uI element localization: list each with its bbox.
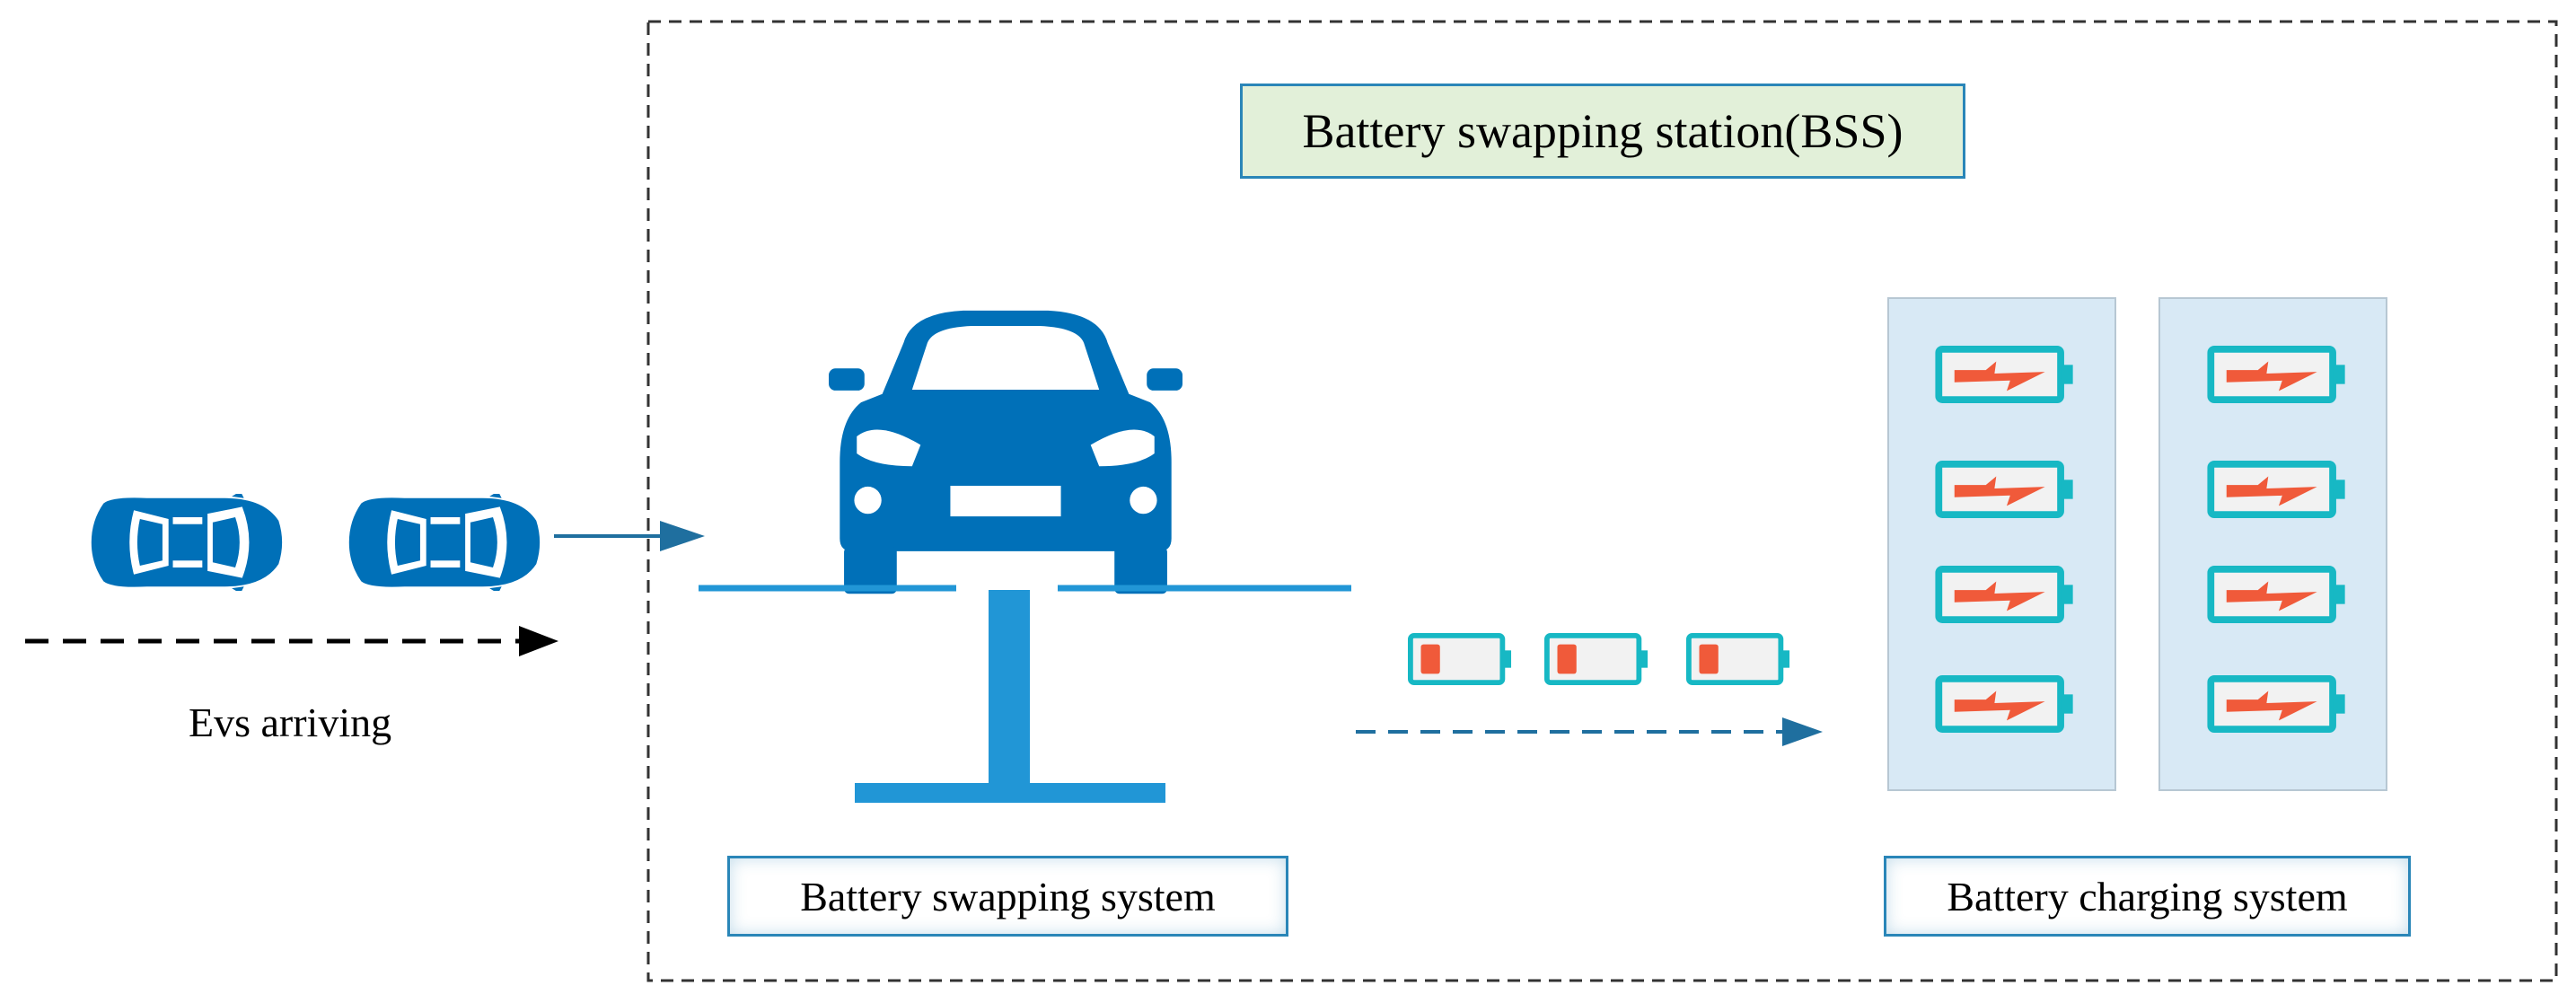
charging-battery-icon bbox=[1939, 464, 2072, 515]
arrival-label: Evs arriving bbox=[189, 699, 392, 745]
depleted-batteries bbox=[1411, 636, 1789, 682]
lift-column bbox=[989, 590, 1030, 783]
station-title: Battery swapping station(BSS) bbox=[1240, 84, 1965, 179]
charging-battery-icon bbox=[2211, 464, 2344, 515]
car-top-view-icon bbox=[348, 494, 541, 591]
charging-battery-icon bbox=[2211, 349, 2344, 400]
low-battery-icon bbox=[1411, 636, 1511, 682]
station-boundary bbox=[646, 20, 2558, 982]
arrival-arrow bbox=[25, 626, 558, 656]
arriving-vehicles bbox=[91, 494, 541, 591]
transfer-arrow bbox=[1356, 717, 1823, 746]
swapping-system-label: Battery swapping system bbox=[727, 856, 1288, 937]
low-battery-icon bbox=[1547, 636, 1648, 682]
car-top-view-icon bbox=[91, 494, 283, 591]
charging-system-label: Battery charging system bbox=[1884, 856, 2411, 937]
charging-battery-icon bbox=[2211, 679, 2344, 729]
car-front-view-icon bbox=[829, 310, 1182, 594]
charging-battery-icon bbox=[1939, 679, 2072, 729]
entry-arrow bbox=[554, 521, 705, 551]
swapping-platform bbox=[699, 310, 1351, 803]
charging-battery-icon bbox=[1939, 569, 2072, 620]
lift-base bbox=[855, 783, 1165, 803]
charging-battery-icon bbox=[2211, 569, 2344, 620]
charging-racks bbox=[1887, 297, 2387, 791]
low-battery-icon bbox=[1689, 636, 1789, 682]
charging-battery-icon bbox=[1939, 349, 2072, 400]
